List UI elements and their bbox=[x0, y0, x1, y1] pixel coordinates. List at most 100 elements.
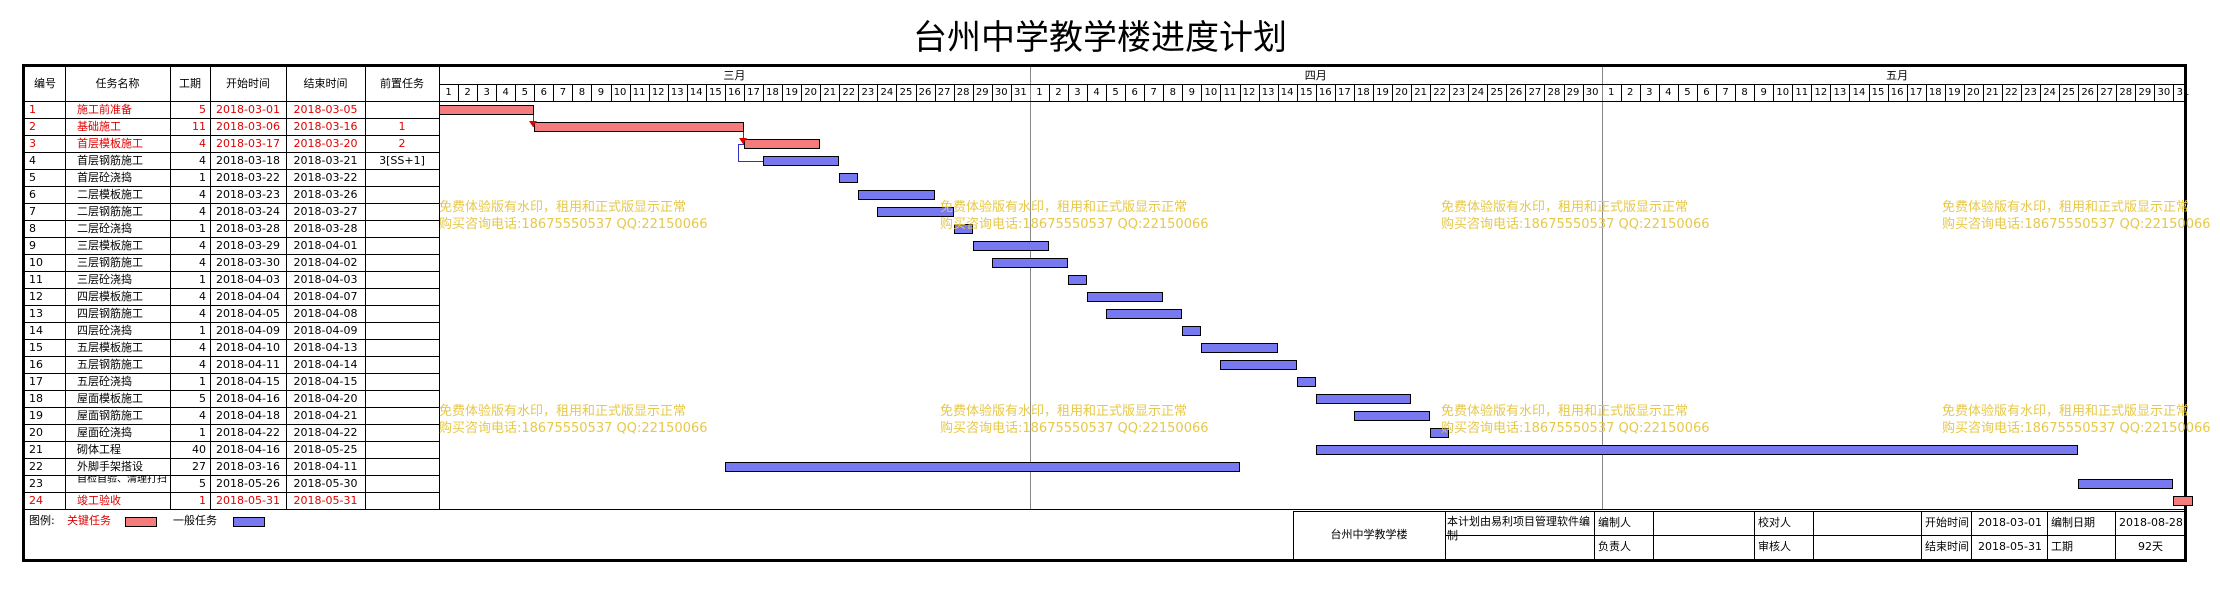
task-bar[interactable] bbox=[534, 122, 744, 132]
task-cell-id: 15 bbox=[29, 341, 43, 354]
task-bar[interactable] bbox=[1296, 377, 1316, 387]
task-bar[interactable] bbox=[1106, 309, 1183, 319]
task-cell-name: 首层钢筋施工 bbox=[77, 154, 143, 167]
task-bar[interactable] bbox=[972, 241, 1049, 251]
watermark-text: 购买咨询电话:18675550537 QQ:22150066 bbox=[1942, 217, 2211, 232]
task-cell-end: 2018-03-27 bbox=[293, 205, 358, 218]
row-rule bbox=[25, 475, 439, 476]
task-cell-pred bbox=[365, 424, 439, 441]
day-label: 23 bbox=[861, 87, 875, 98]
task-cell-pred bbox=[365, 101, 439, 118]
task-bar[interactable] bbox=[2173, 496, 2193, 506]
day-label: 7 bbox=[1722, 87, 1729, 98]
day-divider bbox=[1315, 84, 1317, 101]
task-bar[interactable] bbox=[1220, 360, 1297, 370]
task-cell-id: 19 bbox=[29, 409, 43, 422]
watermark-text: 免费体验版有水印，租用和正式版显示正常 bbox=[1441, 404, 1689, 419]
footer-divider bbox=[1445, 511, 1446, 559]
day-divider bbox=[1525, 84, 1527, 101]
day-label: 6 bbox=[1703, 87, 1710, 98]
task-bar[interactable] bbox=[839, 173, 859, 183]
day-divider bbox=[1087, 84, 1089, 101]
day-divider bbox=[1773, 84, 1775, 101]
task-cell-id: 23 bbox=[29, 477, 43, 490]
day-label: 27 bbox=[2100, 87, 2114, 98]
day-divider bbox=[1048, 84, 1050, 101]
day-divider bbox=[515, 84, 517, 101]
day-label: 28 bbox=[1547, 87, 1561, 98]
task-cell-dur: 4 bbox=[199, 154, 206, 167]
task-bar[interactable] bbox=[991, 258, 1068, 268]
task-cell-start: 2018-03-29 bbox=[216, 239, 280, 252]
task-bar[interactable] bbox=[1315, 394, 1412, 404]
day-label: 17 bbox=[1909, 87, 1923, 98]
task-cell-end: 2018-04-21 bbox=[293, 409, 358, 422]
task-bar[interactable] bbox=[1430, 428, 1450, 438]
task-bar[interactable] bbox=[724, 462, 1240, 472]
day-divider bbox=[915, 84, 917, 101]
task-cell-start: 2018-05-31 bbox=[216, 494, 280, 507]
footer-subdivider bbox=[1754, 511, 1755, 559]
watermark-text: 购买咨询电话:18675550537 QQ:22150066 bbox=[439, 217, 708, 232]
task-cell-start: 2018-03-22 bbox=[216, 171, 280, 184]
task-cell-name: 五层钢筋施工 bbox=[77, 358, 143, 371]
task-cell-id: 18 bbox=[29, 392, 43, 405]
task-bar[interactable] bbox=[1201, 343, 1278, 353]
day-divider bbox=[2154, 84, 2156, 101]
task-cell-pred bbox=[365, 339, 439, 356]
task-bar[interactable] bbox=[1182, 326, 1202, 336]
day-divider bbox=[1639, 84, 1641, 101]
task-bar[interactable] bbox=[1315, 445, 2079, 455]
task-cell-name: 四层砼浇捣 bbox=[77, 324, 132, 337]
day-label: 23 bbox=[2024, 87, 2037, 98]
day-divider bbox=[1735, 84, 1737, 101]
task-bar[interactable] bbox=[763, 156, 840, 166]
footer-date-label: 编制日期 bbox=[2051, 516, 2095, 529]
day-label: 18 bbox=[1357, 87, 1370, 98]
row-rule bbox=[25, 322, 439, 323]
task-cell-end: 2018-03-28 bbox=[293, 222, 358, 235]
day-divider bbox=[1944, 84, 1946, 101]
day-divider bbox=[1811, 84, 1813, 101]
day-divider bbox=[877, 84, 879, 101]
task-bar[interactable] bbox=[1067, 275, 1088, 285]
task-cell-end: 2018-05-30 bbox=[293, 477, 358, 490]
day-label: 12 bbox=[1242, 87, 1256, 98]
task-bar[interactable] bbox=[858, 190, 935, 200]
day-label: 22 bbox=[842, 87, 856, 98]
arrow-icon bbox=[738, 138, 747, 144]
row-rule bbox=[25, 407, 439, 408]
header-rule bbox=[439, 84, 2184, 85]
task-cell-name: 二层模板施工 bbox=[77, 188, 143, 201]
task-bar[interactable] bbox=[439, 105, 535, 115]
row-rule bbox=[25, 458, 439, 459]
task-bar[interactable] bbox=[953, 224, 973, 234]
day-divider bbox=[1144, 84, 1146, 101]
task-bar[interactable] bbox=[743, 139, 821, 149]
task-bar[interactable] bbox=[1353, 411, 1431, 421]
task-bar[interactable] bbox=[2078, 479, 2174, 489]
task-cell-id: 12 bbox=[29, 290, 43, 303]
day-label: 17 bbox=[1337, 87, 1351, 98]
day-label: 20 bbox=[1395, 87, 1408, 98]
task-cell-id: 11 bbox=[29, 273, 43, 286]
day-divider bbox=[1468, 84, 1470, 101]
day-divider bbox=[1544, 84, 1546, 101]
day-label: 12 bbox=[1814, 87, 1828, 98]
day-divider bbox=[2001, 84, 2003, 101]
task-cell-start: 2018-03-28 bbox=[216, 222, 280, 235]
task-cell-start: 2018-03-17 bbox=[216, 137, 280, 150]
task-cell-id: 9 bbox=[29, 239, 36, 252]
task-cell-name: 五层砼浇捣 bbox=[77, 375, 132, 388]
day-label: 28 bbox=[2119, 87, 2133, 98]
legend-normal-swatch bbox=[233, 517, 265, 527]
footer-top-rule bbox=[1293, 511, 2184, 512]
task-cell-pred bbox=[365, 407, 439, 424]
row-rule bbox=[25, 271, 439, 272]
footer-owner-label: 负责人 bbox=[1598, 540, 1631, 553]
task-bar[interactable] bbox=[877, 207, 954, 217]
task-cell-id: 7 bbox=[29, 205, 36, 218]
day-label: 21 bbox=[823, 87, 837, 98]
watermark-text: 免费体验版有水印，租用和正式版显示正常 bbox=[439, 404, 687, 419]
task-bar[interactable] bbox=[1087, 292, 1164, 302]
